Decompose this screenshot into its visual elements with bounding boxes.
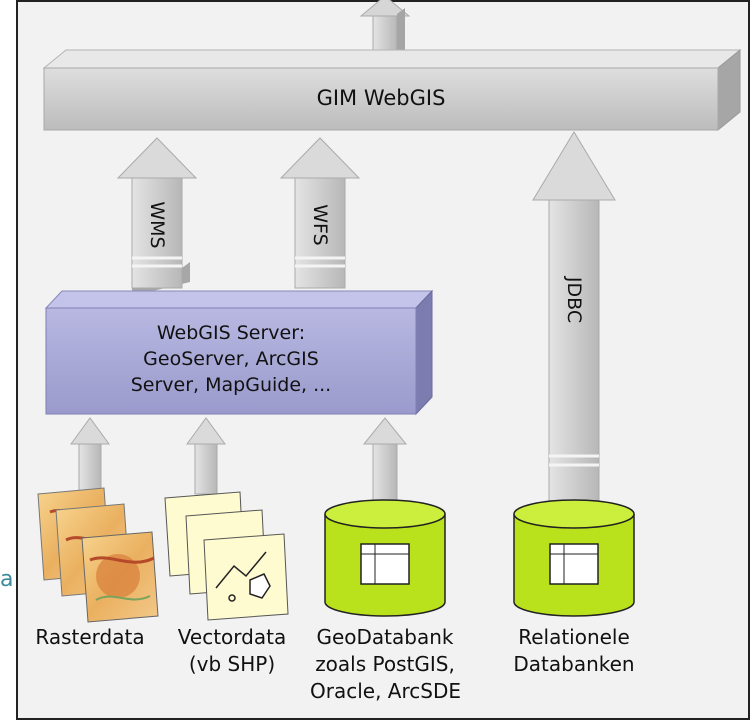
wfs-arrow bbox=[279, 137, 361, 289]
vector-input-arrow bbox=[186, 417, 226, 495]
source-label-line: GeoDatabank bbox=[316, 625, 454, 649]
vector-document-icon bbox=[164, 491, 289, 621]
jdbc-arrow bbox=[532, 131, 616, 516]
vectordata-label: Vectordata (vb SHP) bbox=[162, 624, 302, 678]
relational-db-label: Relationele Databanken bbox=[504, 624, 644, 678]
raster-input-arrow bbox=[70, 417, 110, 495]
gim-webgis-label: GIM WebGIS bbox=[316, 86, 446, 110]
server-label-line: Server, MapGuide, ... bbox=[130, 374, 332, 396]
geodatabank-input-arrow bbox=[362, 417, 408, 501]
wms-arrow bbox=[116, 137, 198, 296]
source-label-line: Oracle, ArcSDE bbox=[310, 679, 461, 703]
wfs-label: WFS bbox=[309, 204, 331, 246]
rasterdata-label: Rasterdata bbox=[20, 624, 160, 651]
jdbc-label: JDBC bbox=[563, 276, 585, 324]
geodatabank-cylinder-icon bbox=[324, 499, 446, 617]
server-label-line: GeoServer, ArcGIS bbox=[143, 348, 319, 370]
webgis-server-label: WebGIS Server: GeoServer, ArcGIS Server,… bbox=[46, 320, 416, 398]
wms-label: WMS bbox=[146, 201, 168, 249]
gim-webgis-bar bbox=[42, 48, 742, 132]
server-label-line: WebGIS Server: bbox=[156, 322, 306, 344]
relational-db-cylinder-icon bbox=[513, 499, 635, 617]
source-label-line: zoals PostGIS, bbox=[315, 652, 455, 676]
source-label-line: Databanken bbox=[513, 652, 635, 676]
geodatabank-label: GeoDatabank zoals PostGIS, Oracle, ArcSD… bbox=[310, 624, 461, 705]
source-label-line: Rasterdata bbox=[35, 625, 145, 649]
source-label-line: Relationele bbox=[518, 625, 630, 649]
webgis-server-box bbox=[44, 289, 434, 416]
raster-map-icon bbox=[37, 487, 159, 623]
cropped-side-text: a bbox=[0, 567, 14, 592]
source-label-line: (vb SHP) bbox=[188, 652, 276, 676]
source-label-line: Vectordata bbox=[177, 625, 287, 649]
